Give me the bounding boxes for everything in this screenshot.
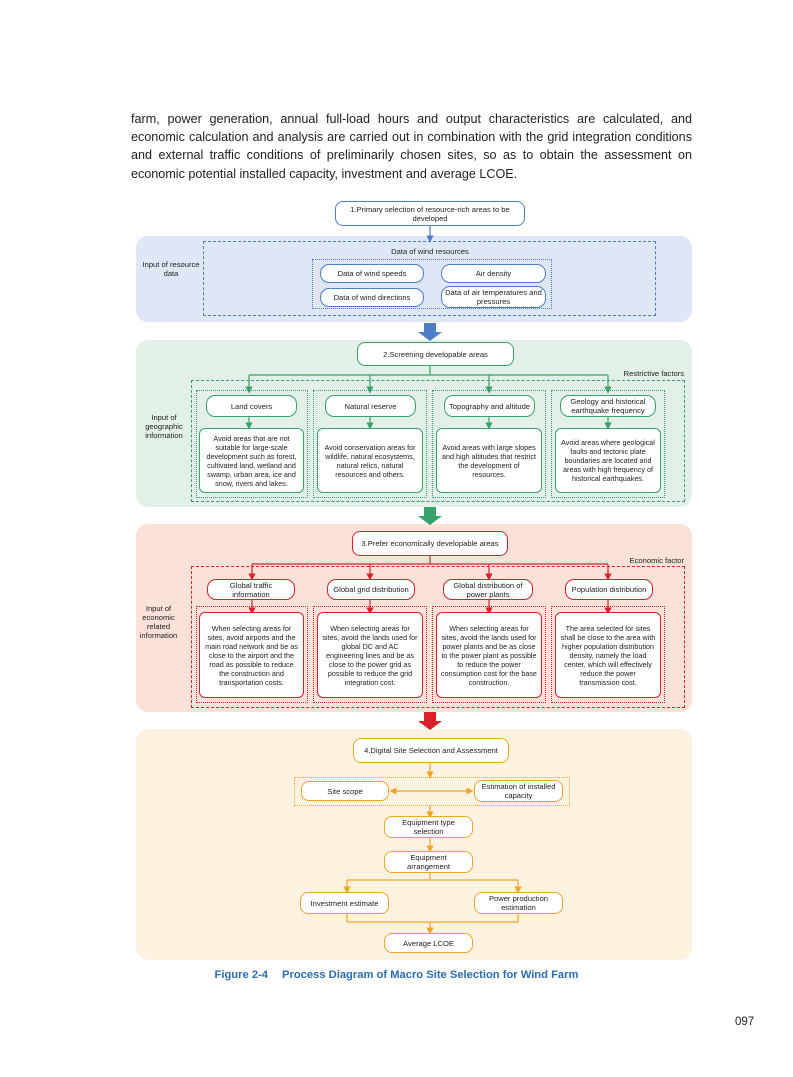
natural-reserve-desc: Avoid conservation areas for wildlife, n… xyxy=(317,428,423,493)
wind-resources-title: Data of wind resources xyxy=(391,247,469,256)
equipment-type-box: Equipment type selection xyxy=(384,816,473,838)
geographic-input-label: Input of geographic information xyxy=(145,413,183,440)
power-production-box: Power production estimation xyxy=(474,892,563,914)
traffic-box: Global traffic information xyxy=(207,579,295,600)
natural-reserve-box: Natural reserve xyxy=(325,395,416,417)
intro-paragraph: farm, power generation, annual full-load… xyxy=(131,112,692,181)
geology-box: Geology and historical earthquake freque… xyxy=(560,395,656,417)
figure-title: Process Diagram of Macro Site Selection … xyxy=(282,969,579,981)
land-covers-desc: Avoid areas that are not suitable for la… xyxy=(199,428,304,493)
economic-factor-title: Economic factor xyxy=(629,556,684,565)
average-lcoe-box: Average LCOE xyxy=(384,933,473,953)
figure-caption: Figure 2-4 Process Diagram of Macro Site … xyxy=(0,969,793,981)
step3-box: 3.Prefer economically developable areas xyxy=(352,531,508,556)
economic-factor-group xyxy=(191,566,685,708)
topography-box: Topography and altitude xyxy=(444,395,535,417)
page-number: 097 xyxy=(735,1016,755,1028)
resource-input-label: Input of resource data xyxy=(142,260,200,278)
step2-box: 2.Screening developable areas xyxy=(357,342,514,366)
installed-capacity-box: Estimation of installed capacity xyxy=(474,780,563,802)
assessment-panel xyxy=(136,729,692,960)
population-desc: The area selected for sites shall be clo… xyxy=(555,612,661,698)
step4-box: 4.Digital Site Selection and Assessment xyxy=(353,738,509,763)
restrictive-factors-group xyxy=(191,380,685,502)
wind-resources-inner-group xyxy=(312,259,552,309)
grid-distribution-desc: When selecting areas for sites, avoid th… xyxy=(317,612,423,698)
wind-directions-box: Data of wind directions xyxy=(320,288,424,307)
economic-input-label: Input of economic related information xyxy=(139,604,178,640)
topography-desc: Avoid areas with large slopes and high a… xyxy=(436,428,542,493)
equipment-arrangement-box: Equipment arrangement xyxy=(384,851,473,873)
air-density-box: Air density xyxy=(441,264,546,283)
air-temperatures-box: Data of air temperatures and pressures xyxy=(441,286,546,308)
traffic-desc: When selecting areas for sites, avoid ai… xyxy=(199,612,304,698)
land-covers-box: Land covers xyxy=(206,395,297,417)
geology-desc: Avoid areas where geological faults and … xyxy=(555,428,661,493)
power-plants-box: Global distribution of power plants xyxy=(443,579,533,600)
power-plants-desc: When selecting areas for sites, avoid th… xyxy=(436,612,542,698)
population-box: Population distribution xyxy=(565,579,653,600)
wind-speeds-box: Data of wind speeds xyxy=(320,264,424,283)
restrictive-factors-title: Restrictive factors xyxy=(623,369,684,378)
grid-distribution-box: Global grid distribution xyxy=(327,579,415,600)
investment-estimate-box: Investment estimate xyxy=(300,892,389,914)
step1-box: 1.Primary selection of resource-rich are… xyxy=(335,201,525,226)
site-scope-box: Site scope xyxy=(301,781,389,801)
figure-number: Figure 2-4 xyxy=(214,969,268,981)
